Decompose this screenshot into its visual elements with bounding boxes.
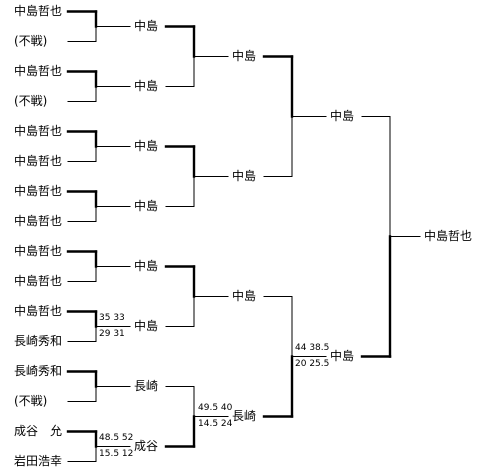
score-r2-m4-top: 49.5 40 xyxy=(198,403,233,413)
round1-winner-5: 中島 xyxy=(134,259,159,273)
round2-winner-3: 中島 xyxy=(232,289,257,303)
entrant-5: 中島哲也 xyxy=(14,124,63,138)
round3-winner-1: 中島 xyxy=(330,109,355,123)
entrant-7: 中島哲也 xyxy=(14,184,63,198)
score-r1-m8-bottom: 15.5 12 xyxy=(99,449,134,459)
round1-winner-2: 中島 xyxy=(134,79,159,93)
round2-winner-2: 中島 xyxy=(232,169,257,183)
entrant-11: 中島哲也 xyxy=(14,304,63,318)
score-r1-m6-bottom: 29 31 xyxy=(99,329,125,339)
entrant-3: 中島哲也 xyxy=(14,64,63,78)
round1-winner-3: 中島 xyxy=(134,139,159,153)
round1-winner-7: 長崎 xyxy=(134,379,159,393)
entrant-16: 岩田浩幸 xyxy=(14,454,63,468)
entrant-15: 成谷 允 xyxy=(14,424,63,438)
entrant-14: (不戦) xyxy=(14,394,48,408)
round2-winner-4: 長崎 xyxy=(232,409,257,423)
entrant-13: 長崎秀和 xyxy=(14,364,63,378)
round1-winner-6: 中島 xyxy=(134,319,159,333)
entrant-9: 中島哲也 xyxy=(14,244,63,258)
score-r3-m2-bottom: 20 25.5 xyxy=(295,359,330,369)
score-r1-m6-top: 35 33 xyxy=(99,313,125,323)
score-r1-m8-top: 48.5 52 xyxy=(99,433,134,443)
entrant-8: 中島哲也 xyxy=(14,214,63,228)
score-r3-m2-top: 44 38.5 xyxy=(295,343,330,353)
round3-winner-2: 中島 xyxy=(330,349,355,363)
entrant-1: 中島哲也 xyxy=(14,4,63,18)
round1-winner-8: 成谷 xyxy=(134,439,159,453)
entrant-2: (不戦) xyxy=(14,34,48,48)
entrant-12: 長崎秀和 xyxy=(14,334,63,348)
entrant-4: (不戦) xyxy=(14,94,48,108)
entrant-6: 中島哲也 xyxy=(14,154,63,168)
round2-winner-1: 中島 xyxy=(232,49,257,63)
champion: 中島哲也 xyxy=(424,229,473,243)
score-r2-m4-bottom: 14.5 24 xyxy=(198,419,233,429)
round1-winner-1: 中島 xyxy=(134,19,159,33)
entrant-10: 中島哲也 xyxy=(14,274,63,288)
round1-winner-4: 中島 xyxy=(134,199,159,213)
